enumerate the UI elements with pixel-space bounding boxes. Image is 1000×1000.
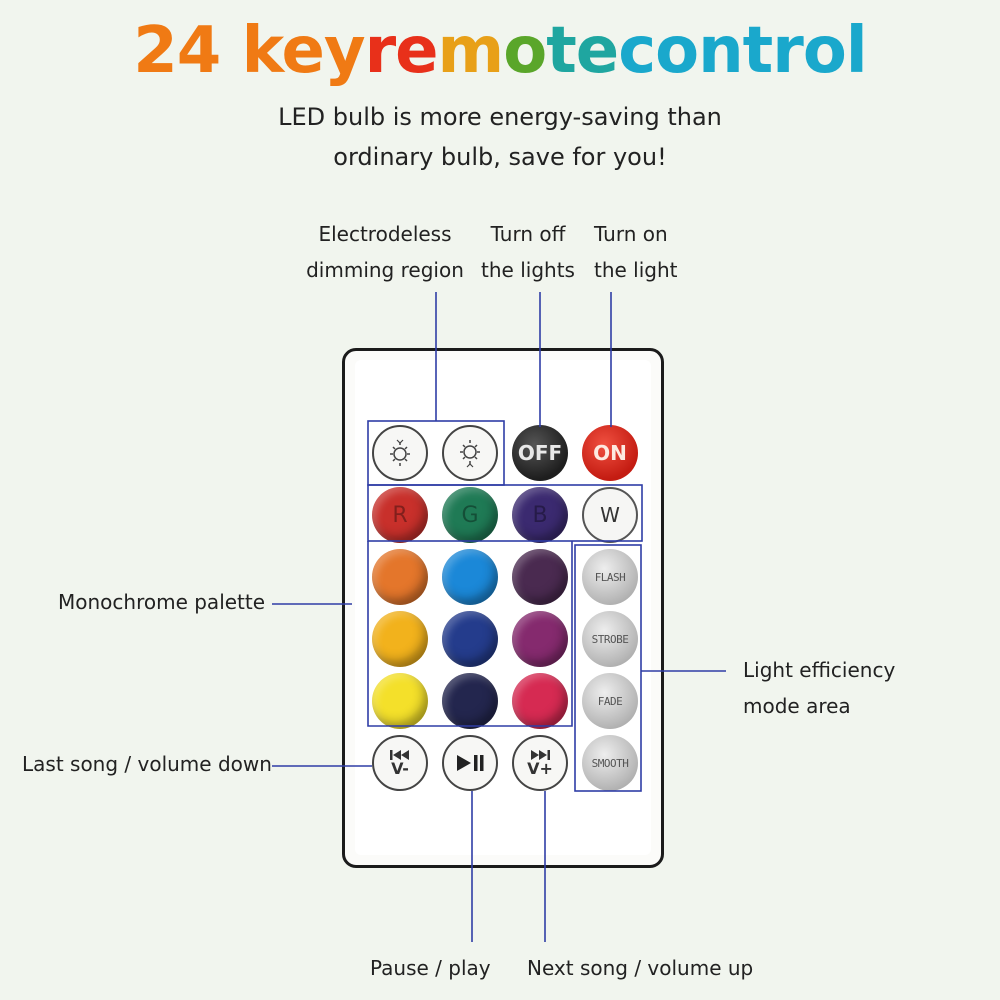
label-turn-off: Turn off the lights: [472, 216, 584, 288]
label-turn-off-line1: Turn off: [490, 222, 566, 246]
previous-button-sub: V-: [391, 759, 409, 778]
title-part: re: [364, 14, 439, 88]
color-button[interactable]: [442, 549, 498, 605]
label-next-song: Next song / volume up: [527, 956, 754, 980]
label-monochrome: Monochrome palette: [58, 590, 266, 614]
title-part: te: [546, 14, 619, 88]
white-button-label: W: [600, 503, 620, 527]
color-button-label: R: [392, 502, 408, 528]
strobe-button[interactable]: STROBE: [582, 611, 638, 667]
color-button[interactable]: [372, 673, 428, 729]
color-button[interactable]: [442, 611, 498, 667]
label-last-song: Last song / volume down: [22, 752, 272, 776]
white-button[interactable]: W: [582, 487, 638, 543]
label-turn-on-line2: the light: [594, 258, 678, 282]
label-turn-on-line1: Turn on: [594, 222, 668, 246]
fade-button-label: FADE: [597, 694, 623, 708]
label-electrodeless-line2: dimming region: [306, 258, 464, 282]
skip-forward-icon: [530, 750, 550, 760]
off-button-label: OFF: [517, 441, 563, 465]
page-title: 24 key remote control: [0, 14, 1000, 88]
on-button[interactable]: ON: [582, 425, 638, 481]
fade-button[interactable]: FADE: [582, 673, 638, 729]
title-part: control: [618, 14, 868, 88]
color-button[interactable]: [512, 611, 568, 667]
play-pause-icon: [457, 755, 484, 771]
smooth-button[interactable]: SMOOTH: [582, 735, 638, 791]
label-pause-play: Pause / play: [370, 956, 491, 980]
sun-up-icon: [460, 440, 480, 468]
label-turn-off-line2: the lights: [481, 258, 575, 282]
on-button-label: ON: [593, 441, 627, 465]
color-button-label: B: [532, 502, 548, 528]
flash-button[interactable]: FLASH: [582, 549, 638, 605]
label-efficiency: Light efficiency mode area: [743, 652, 963, 724]
label-efficiency-line1: Light efficiency: [743, 658, 896, 682]
play-pause-button[interactable]: [442, 735, 498, 791]
color-button[interactable]: B: [512, 487, 568, 543]
label-efficiency-line2: mode area: [743, 694, 851, 718]
subtitle-line-2: ordinary bulb, save for you!: [333, 143, 667, 171]
label-electrodeless-line1: Electrodeless: [318, 222, 452, 246]
title-part: o: [503, 14, 547, 88]
sun-down-icon: [390, 439, 410, 466]
label-electrodeless: Electrodeless dimming region: [300, 216, 470, 288]
strobe-button-label: STROBE: [591, 632, 629, 646]
color-button[interactable]: [512, 549, 568, 605]
brightness-up-button[interactable]: [442, 425, 498, 481]
next-volume-up-button[interactable]: V+: [512, 735, 568, 791]
subtitle-line-1: LED bulb is more energy-saving than: [278, 103, 722, 131]
label-turn-on: Turn on the light: [594, 216, 704, 288]
color-button[interactable]: [372, 611, 428, 667]
title-part: m: [437, 14, 505, 88]
brightness-down-button[interactable]: [372, 425, 428, 481]
next-button-sub: V+: [527, 759, 553, 778]
title-part: 24 key: [133, 14, 365, 88]
flash-button-label: FLASH: [594, 570, 626, 584]
skip-back-icon: [390, 750, 409, 760]
off-button[interactable]: OFF: [512, 425, 568, 481]
color-button[interactable]: [442, 673, 498, 729]
color-button[interactable]: R: [372, 487, 428, 543]
color-button-label: G: [461, 502, 479, 528]
color-button[interactable]: [512, 673, 568, 729]
color-button[interactable]: G: [442, 487, 498, 543]
color-button[interactable]: [372, 549, 428, 605]
smooth-button-label: SMOOTH: [591, 756, 629, 770]
previous-volume-down-button[interactable]: V-: [372, 735, 428, 791]
